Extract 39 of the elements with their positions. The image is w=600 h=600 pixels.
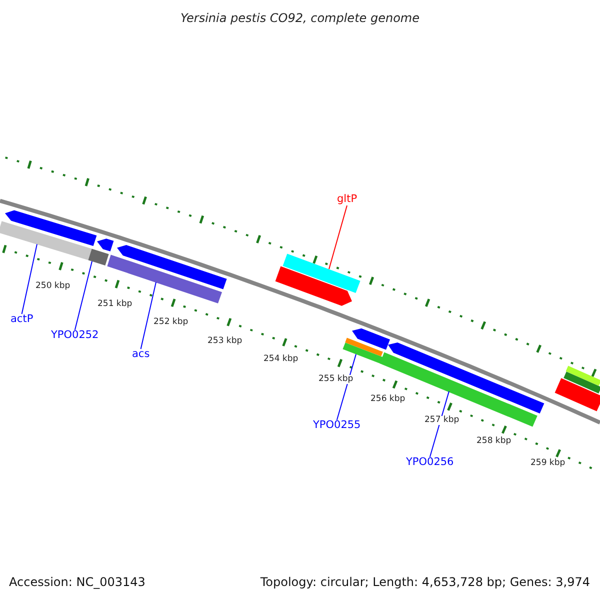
leader-line [328, 205, 348, 270]
leader-line [336, 354, 356, 420]
gene-feature [275, 266, 352, 306]
gene-label: YPO0256 [406, 457, 454, 469]
gene-feature [117, 245, 227, 290]
scale-label: 251 kbp [96, 300, 134, 309]
gene-feature [388, 342, 544, 414]
chart-title: Yersinia pestis CO92, complete genome [180, 12, 420, 25]
scale-label: 256 kbp [370, 394, 406, 404]
gene-feature [564, 372, 600, 394]
gene-label: YPO0252 [51, 330, 99, 342]
scale-label: 259 kbp [530, 458, 566, 468]
gene-label: actP [10, 314, 34, 326]
gene-feature [352, 328, 390, 350]
scale-label: 258 kbp [476, 436, 512, 446]
scale-label: 253 kbp [206, 336, 244, 346]
gene-feature [5, 210, 97, 246]
gene-feature [88, 248, 109, 266]
scale-label: 254 kbp [262, 354, 300, 364]
gene-label: YPO0255 [313, 420, 361, 432]
genome-summary-text: Topology: circular; Length: 4,653,728 bp; Genes: 3,974 [260, 576, 590, 589]
gene-feature [97, 238, 114, 252]
gene-label: acs [132, 349, 150, 361]
gene-feature [554, 378, 600, 412]
gene-feature [282, 254, 360, 293]
leader-line [140, 282, 156, 350]
gene-label: gltP [337, 194, 358, 206]
leader-line [74, 260, 92, 330]
scale-label: 252 kbp [152, 318, 190, 327]
scale-label: 255 kbp [318, 374, 354, 384]
gene-feature [0, 221, 92, 260]
gene-feature [345, 338, 383, 356]
leader-line [21, 244, 38, 314]
gene-feature [342, 342, 384, 364]
leader-line [429, 390, 450, 458]
scale-label: 250 kbp [34, 282, 72, 291]
accession-text: Accession: NC_003143 [9, 576, 146, 589]
scale-label: 257 kbp [424, 416, 460, 425]
gene-feature [566, 366, 600, 386]
